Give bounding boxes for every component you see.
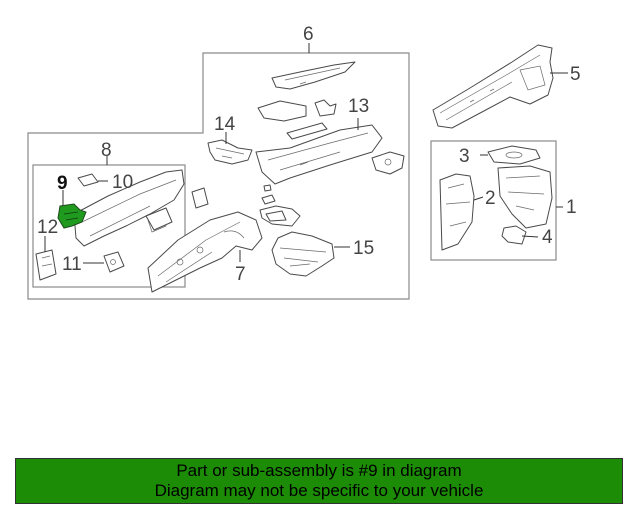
leader-lines bbox=[44, 43, 568, 264]
group-box-6 bbox=[27, 52, 410, 300]
part-4 bbox=[501, 225, 527, 245]
notice-line-part: Part or sub-assembly is #9 in diagram bbox=[176, 461, 462, 480]
callout-1: 1 bbox=[566, 197, 577, 218]
callout-15: 15 bbox=[353, 238, 374, 259]
callout-9: 9 bbox=[57, 173, 68, 194]
callout-8: 8 bbox=[101, 140, 112, 161]
callout-11: 11 bbox=[62, 254, 82, 275]
part-7 bbox=[147, 211, 263, 293]
callout-12: 12 bbox=[37, 217, 58, 238]
callout-2: 2 bbox=[485, 188, 496, 209]
parts-diagram: 6 5 13 14 8 3 9 10 2 1 12 4 15 11 7 bbox=[27, 24, 581, 300]
group-box-8 bbox=[32, 164, 186, 288]
callout-4: 4 bbox=[542, 227, 553, 248]
part-11 bbox=[103, 251, 125, 273]
part-12 bbox=[35, 249, 57, 281]
callout-7: 7 bbox=[235, 264, 246, 285]
part-8 bbox=[73, 169, 209, 247]
notice-line-disclaimer: Diagram may not be specific to your vehi… bbox=[154, 481, 484, 500]
part-13 bbox=[255, 61, 383, 185]
callout-10: 10 bbox=[112, 172, 133, 193]
part-3 bbox=[487, 145, 541, 165]
part-13-bracket bbox=[371, 151, 405, 175]
callout-6: 6 bbox=[303, 24, 314, 45]
part-1 bbox=[497, 165, 553, 229]
part-5 bbox=[432, 44, 554, 129]
group-box-1 bbox=[430, 140, 557, 261]
callout-13: 13 bbox=[348, 96, 369, 117]
callout-3: 3 bbox=[459, 146, 470, 167]
callout-5: 5 bbox=[570, 64, 581, 85]
diagram-notice-banner: Part or sub-assembly is #9 in diagram Di… bbox=[15, 458, 623, 504]
part-2 bbox=[439, 173, 475, 251]
part-9-highlighted bbox=[57, 203, 87, 229]
part-14 bbox=[207, 139, 253, 165]
part-10 bbox=[77, 173, 99, 187]
callout-14: 14 bbox=[214, 114, 236, 135]
part-15 bbox=[271, 231, 335, 277]
center-brackets bbox=[259, 184, 301, 227]
